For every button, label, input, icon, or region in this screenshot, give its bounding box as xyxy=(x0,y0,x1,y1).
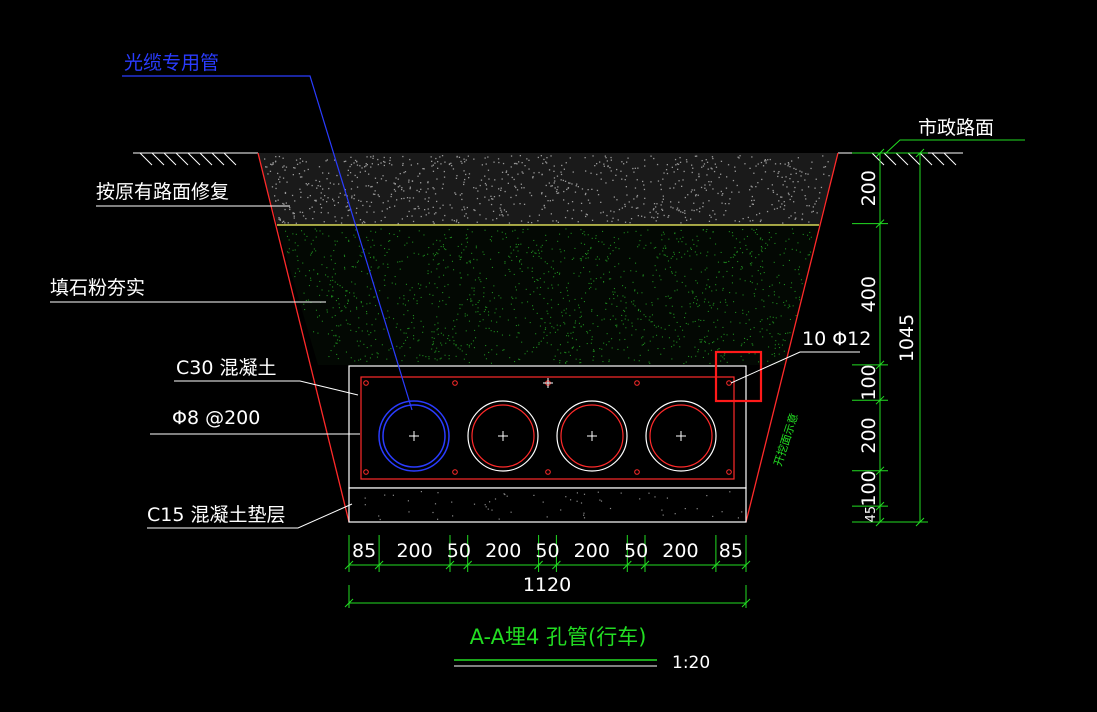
vdim-slash-1 xyxy=(875,219,885,228)
dim-v-2: 100 xyxy=(858,364,880,400)
label-slope-note: 开挖面示意 xyxy=(771,411,801,468)
rebar-cage xyxy=(360,376,735,480)
right-slope xyxy=(745,152,839,523)
leader-c15 xyxy=(147,503,353,529)
left-slope xyxy=(257,152,350,523)
pipe-3 xyxy=(556,400,628,472)
dim-slash-1 xyxy=(374,560,384,570)
label-pavement-restore: 按原有路面修复 xyxy=(96,181,229,203)
dim-h-7: 200 xyxy=(662,540,698,562)
label-c15: C15 混凝土垫层 xyxy=(147,504,285,526)
pipe-4 xyxy=(645,400,717,472)
dim-slash-5 xyxy=(552,560,561,570)
vdim-slash-6 xyxy=(875,517,885,527)
dim-slash-2 xyxy=(445,560,455,570)
label-fiber-pipe: 光缆专用管 xyxy=(124,52,219,74)
dim-slash-8 xyxy=(711,560,721,570)
leader-c30 xyxy=(174,380,359,396)
leader-bars xyxy=(730,351,860,384)
dim-slash-0 xyxy=(344,560,354,570)
dim-slash-4 xyxy=(534,560,543,570)
leader-road xyxy=(885,139,1025,154)
total-height-dimension xyxy=(885,148,928,527)
drawing-title: A-A埋4 孔管(行车) xyxy=(470,625,647,649)
stone-powder-fill xyxy=(277,225,819,365)
dim-h-8: 85 xyxy=(719,540,743,562)
pipe-1 xyxy=(378,400,450,472)
dim-slash-3 xyxy=(463,560,473,570)
dim-v-1: 400 xyxy=(858,276,880,312)
dim-h-2: 50 xyxy=(447,540,471,562)
vdim-slash-2 xyxy=(875,360,885,370)
horizontal-dimensions xyxy=(344,535,751,572)
drawing-scale: 1:20 xyxy=(672,653,710,673)
label-bars: 10 Φ12 xyxy=(802,328,871,350)
vdim-slash-4 xyxy=(875,466,885,476)
dim-slash-7 xyxy=(640,560,650,570)
pipe-2 xyxy=(467,400,539,472)
dim-total-width: 1120 xyxy=(523,574,571,596)
dim-total-height: 1045 xyxy=(896,314,918,362)
label-c30: C30 混凝土 xyxy=(176,357,276,379)
highlight-box xyxy=(714,350,763,403)
center-mark xyxy=(543,378,553,388)
dim-v-5: 45 xyxy=(864,506,879,523)
vdim-slash-3 xyxy=(875,395,885,405)
dim-v-0: 200 xyxy=(858,170,880,206)
vdim-slash-5 xyxy=(875,501,885,511)
dim-v-4: 100 xyxy=(858,470,880,506)
dim-h-6: 50 xyxy=(624,540,648,562)
total-dimension xyxy=(344,585,751,608)
bed-speckle xyxy=(364,491,743,521)
dim-h-1: 200 xyxy=(396,540,432,562)
dim-h-3: 200 xyxy=(485,540,521,562)
fill-speckle xyxy=(285,228,812,365)
dim-slash-9 xyxy=(741,560,751,570)
label-municipal-road: 市政路面 xyxy=(918,117,994,139)
dim-slash-6 xyxy=(622,560,632,570)
label-stone-powder: 填石粉夯实 xyxy=(50,277,145,299)
dim-h-0: 85 xyxy=(352,540,376,562)
pavement-layer xyxy=(258,153,838,225)
dim-v-3: 200 xyxy=(858,417,880,453)
dim-h-5: 200 xyxy=(574,540,610,562)
vdim-slash-0 xyxy=(875,148,885,158)
pavement-speckle xyxy=(264,155,830,225)
leader-fiber-pipe xyxy=(122,75,413,411)
vertical-dimensions xyxy=(852,148,888,527)
label-rebar: Φ8 @200 xyxy=(172,407,260,429)
dim-h-4: 50 xyxy=(535,540,559,562)
